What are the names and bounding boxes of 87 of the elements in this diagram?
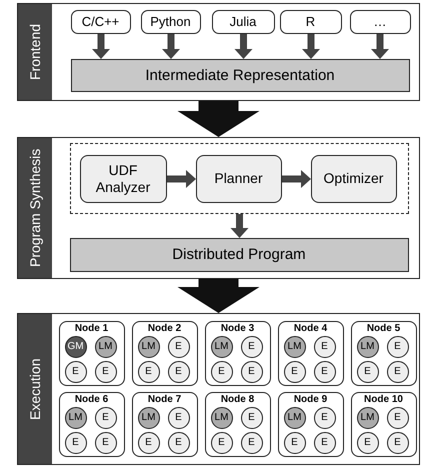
- arrow: [178, 279, 260, 313]
- dashed-group-box: [70, 142, 408, 214]
- arrow: [230, 214, 248, 238]
- compute-node-box: [204, 320, 270, 386]
- process-circle: E: [240, 432, 262, 454]
- node-label: Node 2: [146, 322, 182, 334]
- process-box: Planner: [196, 154, 282, 202]
- process-circle: E: [94, 406, 116, 428]
- process-circle: GM: [64, 336, 86, 358]
- process-circle: LM: [284, 406, 306, 428]
- compute-node-box: [204, 392, 270, 456]
- process-circle: LM: [64, 406, 86, 428]
- process-circle: E: [64, 432, 86, 454]
- process-circle: E: [168, 432, 190, 454]
- compute-node-box: [58, 392, 124, 456]
- compute-node-box: [132, 392, 198, 456]
- compute-node-box: [350, 392, 416, 456]
- process-circle: LM: [94, 336, 116, 358]
- node-label: Node 6: [74, 394, 110, 404]
- process-circle: E: [138, 360, 160, 382]
- process-circle: E: [210, 360, 232, 382]
- process-circle: E: [284, 360, 306, 382]
- node-label: Node 8: [220, 394, 256, 404]
- section-panel: [17, 137, 420, 279]
- process-circle: E: [386, 432, 408, 454]
- process-circle: E: [94, 360, 116, 382]
- arrow: [282, 170, 311, 188]
- process-circle: E: [168, 336, 190, 358]
- process-circle: E: [386, 336, 408, 358]
- compute-node-box: [350, 320, 416, 386]
- process-circle: E: [314, 336, 336, 358]
- process-circle: E: [168, 360, 190, 382]
- node-label: Node 4: [292, 322, 328, 334]
- process-circle: E: [240, 336, 262, 358]
- section-label: Program Synthesis: [18, 138, 52, 278]
- process-circle: E: [356, 360, 378, 382]
- process-circle: E: [314, 360, 336, 382]
- process-circle: E: [64, 360, 86, 382]
- arrow: [302, 34, 320, 59]
- section-panel: [17, 313, 420, 465]
- process-circle: E: [94, 432, 116, 454]
- process-box: UDF Analyzer: [80, 154, 166, 202]
- process-bar: Intermediate Representation: [70, 58, 410, 92]
- process-circle: E: [168, 406, 190, 428]
- arrow: [371, 34, 389, 59]
- arrow: [162, 34, 180, 59]
- process-circle: LM: [210, 336, 232, 358]
- compute-node-box: [278, 392, 344, 456]
- language-box: C/C++: [70, 10, 130, 34]
- compute-node-box: [132, 320, 198, 386]
- process-circle: E: [386, 406, 408, 428]
- process-circle: LM: [138, 406, 160, 428]
- process-circle: LM: [210, 406, 232, 428]
- arrow: [234, 34, 252, 59]
- node-label: Node 3: [220, 322, 256, 334]
- node-label: Node 1: [74, 322, 110, 334]
- process-circle: LM: [284, 336, 306, 358]
- node-label: Node 5: [366, 322, 402, 334]
- compute-node-box: [278, 320, 344, 386]
- process-circle: E: [356, 432, 378, 454]
- process-circle: LM: [138, 336, 160, 358]
- process-circle: E: [314, 432, 336, 454]
- process-circle: LM: [356, 336, 378, 358]
- arrow: [167, 170, 196, 188]
- process-circle: E: [138, 432, 160, 454]
- process-circle: E: [240, 406, 262, 428]
- process-circle: E: [240, 360, 262, 382]
- process-box: Optimizer: [310, 154, 396, 202]
- process-circle: E: [314, 406, 336, 428]
- arrow: [92, 34, 110, 59]
- language-box: R: [280, 10, 342, 34]
- node-label: Node 9: [292, 394, 328, 404]
- language-box: Julia: [212, 10, 274, 34]
- process-circle: E: [210, 432, 232, 454]
- process-bar: Distributed Program: [70, 238, 408, 272]
- process-circle: E: [284, 432, 306, 454]
- section-panel: [17, 3, 420, 101]
- process-circle: LM: [356, 406, 378, 428]
- compute-node-box: [58, 320, 124, 386]
- node-label: Node 7: [146, 394, 182, 404]
- node-label: Node 10: [363, 394, 404, 404]
- process-circle: E: [386, 360, 408, 382]
- arrow: [178, 101, 260, 137]
- section-label: Frontend: [18, 4, 52, 100]
- section-label: Execution: [18, 314, 52, 464]
- language-box: …: [350, 10, 410, 34]
- language-box: Python: [140, 10, 200, 34]
